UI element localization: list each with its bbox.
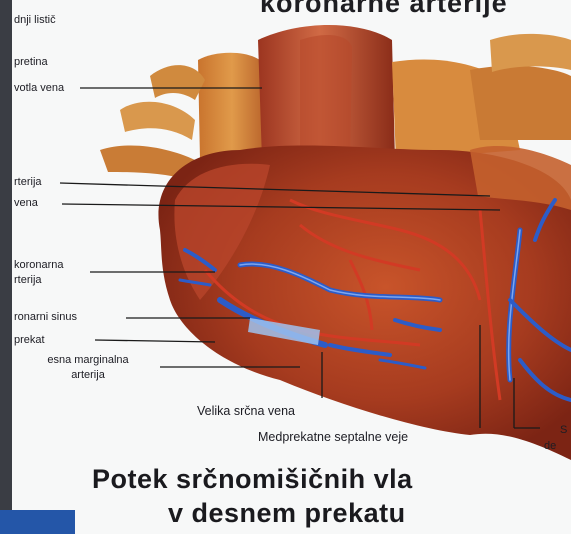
label-septal-branches: Medprekatne septalne veje <box>258 430 408 444</box>
label-atrium: pretina <box>14 56 48 68</box>
label-artery: rterija <box>14 176 42 188</box>
label-coronary-artery-line1: koronarna <box>14 259 64 271</box>
label-vein: vena <box>14 197 38 209</box>
left-edge-shadow <box>0 0 12 534</box>
label-marginal-artery-line2: arterija <box>14 369 162 381</box>
label-coronary-sinus: ronarni sinus <box>14 311 77 323</box>
label-valve-leaflet: dnji listič <box>14 14 56 26</box>
label-ventricle: prekat <box>14 334 45 346</box>
label-coronary-artery-line2: rterija <box>14 274 42 286</box>
label-marginal-artery-line1: esna marginalna <box>14 354 162 366</box>
blue-corner <box>0 510 75 534</box>
top-title: koronarne arterije <box>260 0 508 19</box>
label-cut-right-1: S <box>560 424 567 436</box>
label-vena-cava: votla vena <box>14 82 64 94</box>
label-great-cardiac-vein: Velika srčna vena <box>197 404 295 418</box>
poster-title-line1: Potek srčnomišičnih vla <box>92 464 413 495</box>
label-cut-right-2: de <box>544 440 556 452</box>
poster-title-line2: v desnem prekatu <box>168 498 406 529</box>
